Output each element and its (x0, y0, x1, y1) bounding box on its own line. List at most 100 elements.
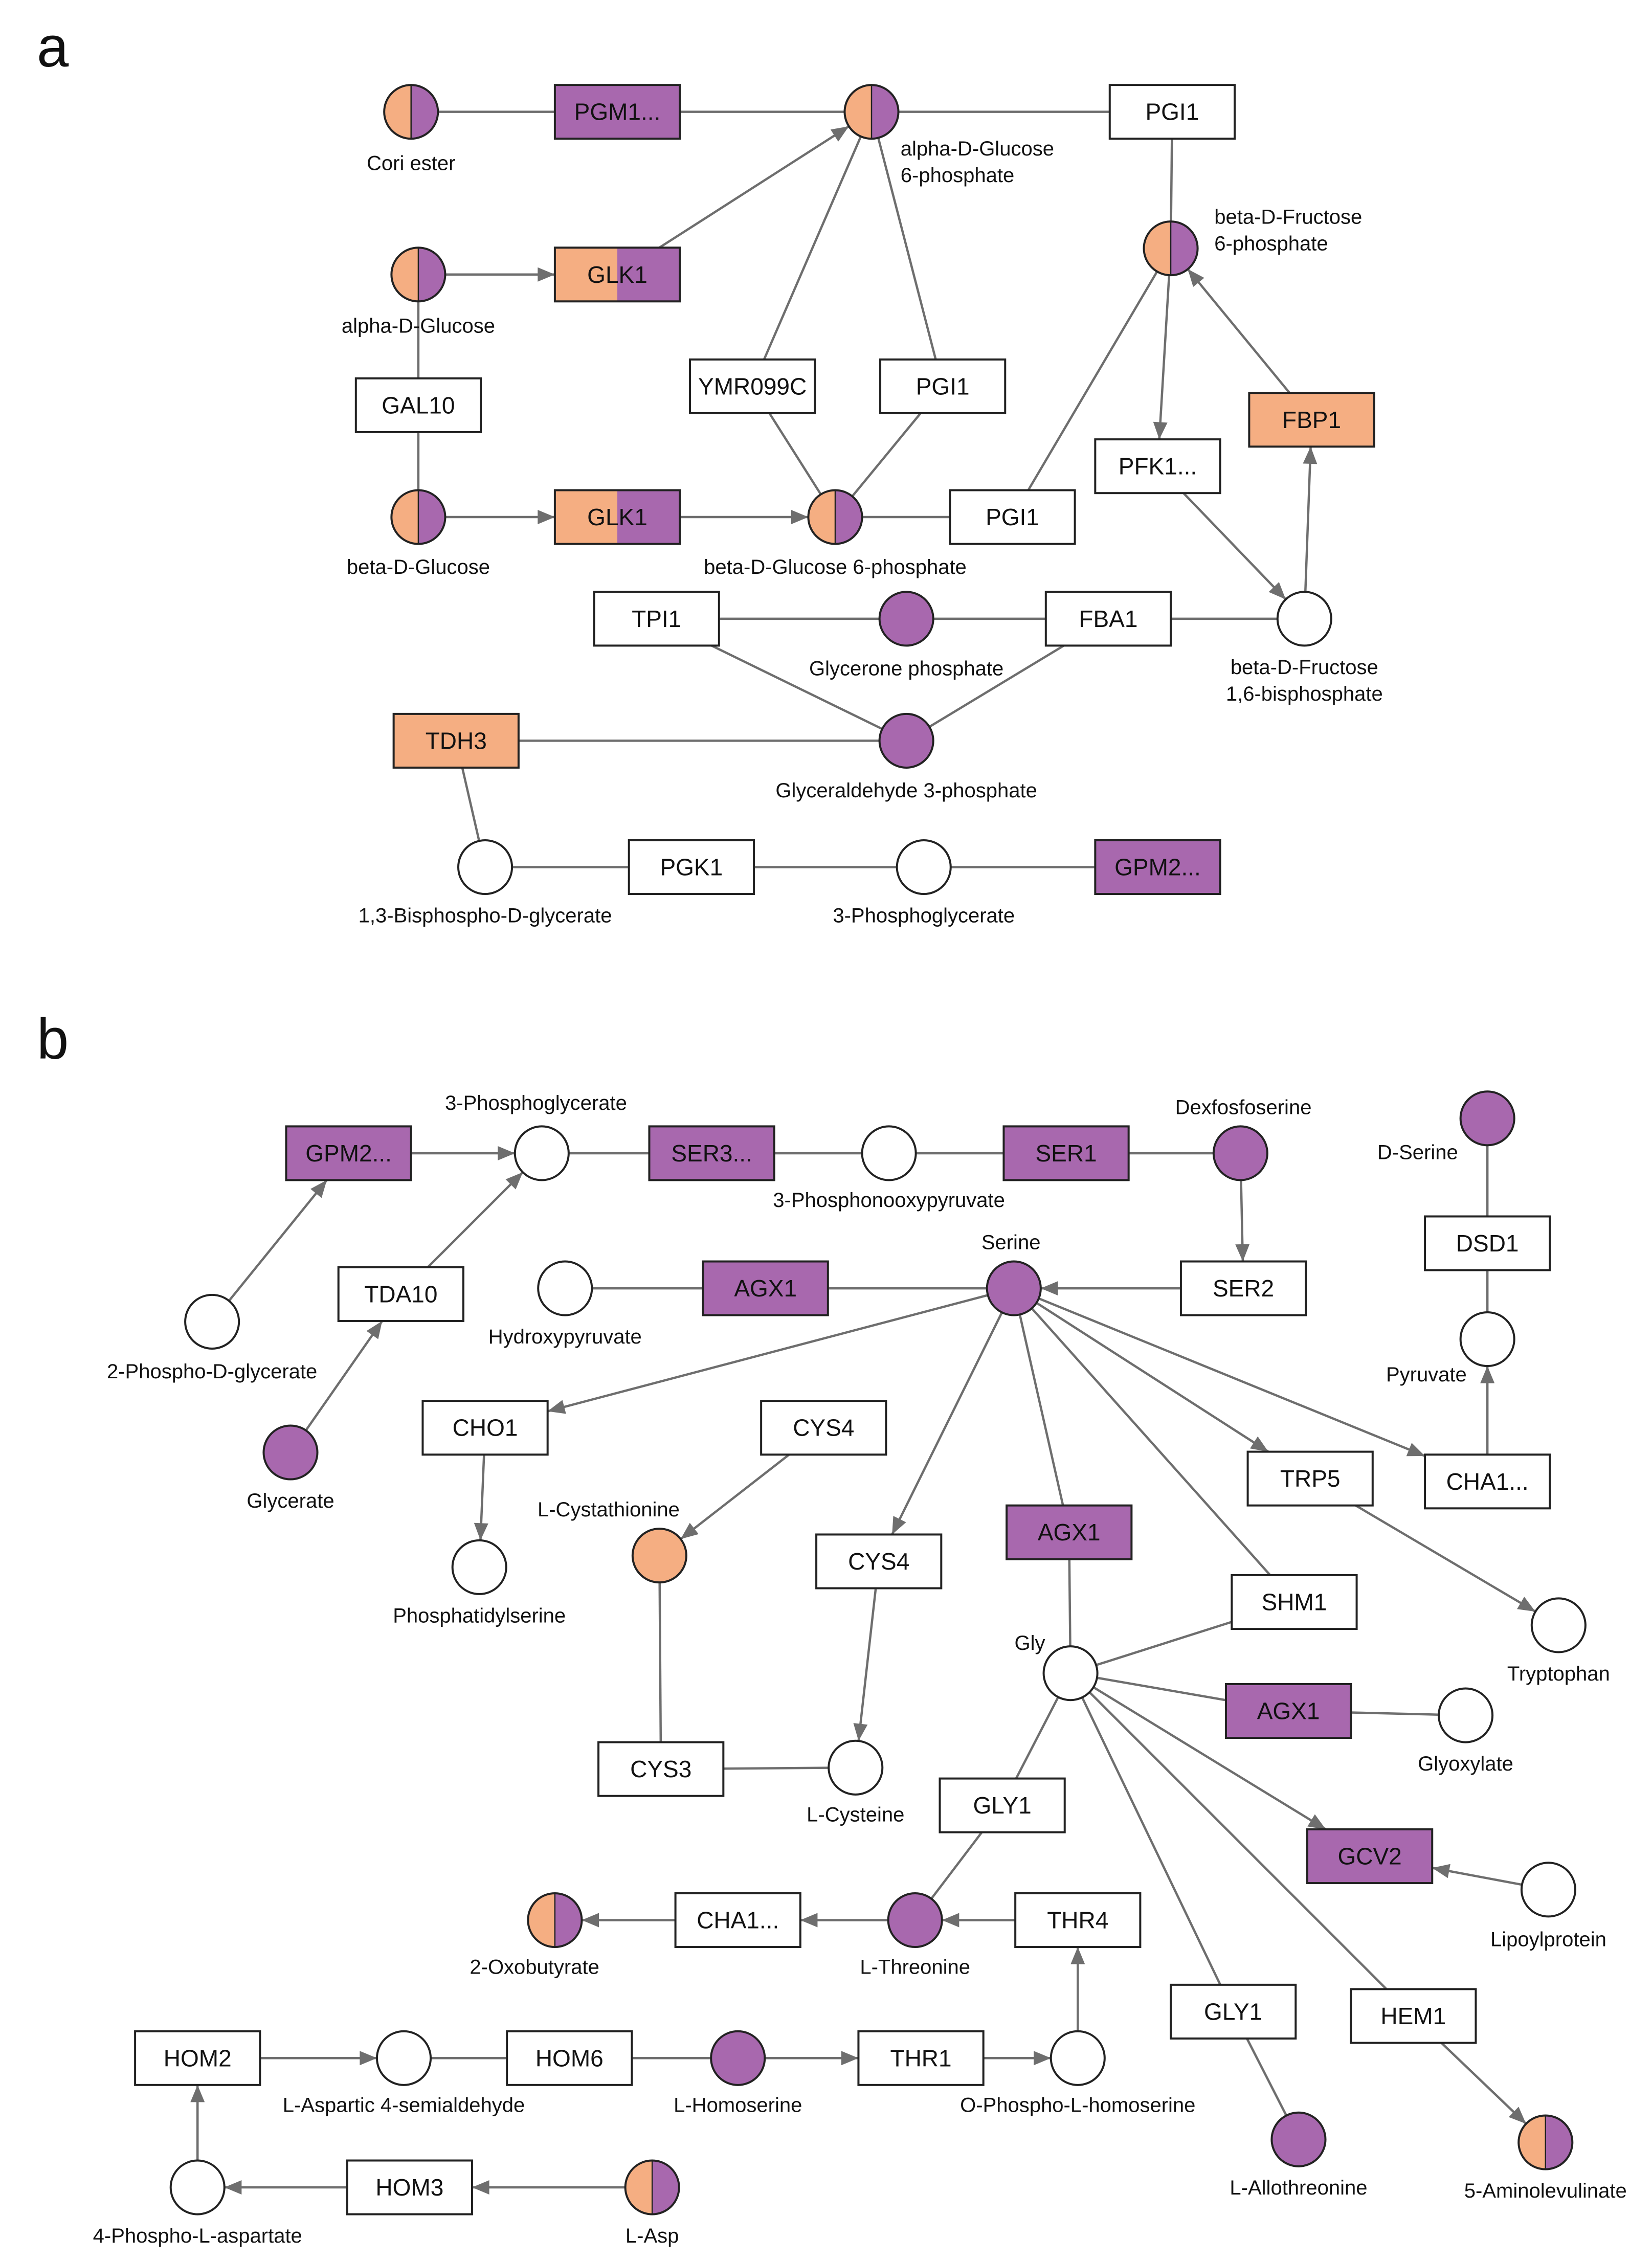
metabolite-circle (383, 84, 439, 140)
reaction-edge (1018, 1314, 1064, 1506)
metabolite-circle (1276, 591, 1332, 647)
metabolite-node: Phosphatidylserine (393, 1539, 566, 1627)
gene-node: AGX1 (702, 1260, 829, 1316)
gene-node: AGX1 (1224, 1683, 1352, 1739)
gene-label: TPI1 (632, 606, 681, 632)
gene-box (674, 1892, 801, 1949)
metabolite-node: 2-Phospho-D-glycerate (107, 1293, 317, 1383)
metabolite-label: Glycerate (247, 1490, 334, 1512)
metabolite-circle (1459, 1090, 1515, 1147)
metabolite-fill-purple (418, 490, 445, 544)
metabolite-circle (451, 1539, 507, 1595)
metabolite-fill-purple (1545, 2115, 1573, 2169)
reaction-edge (877, 137, 937, 360)
gene-box (879, 358, 1007, 414)
metabolite-fill-orange (808, 490, 835, 544)
metabolite-fill-purple (418, 248, 445, 302)
reaction-edge (763, 136, 862, 360)
metabolite-node: L-Asp (624, 2159, 680, 2247)
gene-label: CYS4 (848, 1548, 909, 1575)
gene-box (1108, 84, 1236, 140)
gene-label: TDH3 (426, 727, 487, 754)
reaction-edge (1015, 1696, 1059, 1779)
gene-node: FBP1 (1248, 392, 1375, 448)
gene-node: HOM3 (346, 2159, 474, 2215)
gene-node: PGK1 (628, 839, 755, 896)
metabolite-circle (1520, 1862, 1576, 1918)
reaction-arrow (1432, 1864, 1523, 1886)
reaction-edge (1351, 1711, 1439, 1716)
gene-box (1094, 839, 1221, 896)
gene-box (1179, 1260, 1307, 1316)
gene-box (392, 712, 520, 769)
gene-box (506, 2030, 633, 2086)
metabolite-label: alpha-D-Glucose (342, 315, 495, 337)
metabolite-label: D-Serine (1377, 1141, 1458, 1163)
gene-box (553, 489, 681, 545)
metabolite-circle (457, 839, 514, 896)
reaction-arrow (1187, 268, 1291, 394)
metabolite-label: Lipoylprotein (1490, 1929, 1606, 1951)
metabolite-fill-orange (391, 490, 418, 544)
gene-label: FBA1 (1079, 606, 1137, 632)
gene-box (1002, 1125, 1130, 1181)
metabolite-circle (537, 1260, 593, 1316)
gene-node: YMR099C (689, 358, 816, 414)
reaction-arrow (1153, 275, 1171, 440)
metabolite-node: L-Cysteine (807, 1739, 904, 1826)
reaction-arrow (1355, 1504, 1536, 1613)
reaction-arrow (853, 1588, 877, 1741)
gene-node: CYS4 (760, 1400, 887, 1456)
gene-box (346, 2159, 474, 2215)
gene-label: AGX1 (734, 1275, 797, 1302)
metabolite-label: Cori ester (367, 152, 455, 174)
reaction-edge (1088, 1691, 1388, 1990)
metabolite-node: Pyruvate (1386, 1311, 1515, 1386)
metabolite-circle (1530, 1597, 1587, 1653)
metabolite-node: beta-D-Glucose (347, 489, 490, 578)
metabolite-label: Glyoxylate (1418, 1753, 1513, 1775)
gene-label: GLK1 (587, 261, 648, 288)
metabolite-node: Glycerate (247, 1424, 334, 1512)
metabolite-label: L-Homoserine (674, 2094, 802, 2116)
gene-box (597, 1741, 725, 1797)
gene-node: GCV2 (1306, 1828, 1434, 1885)
metabolite-label: beta-D-Glucose (347, 556, 490, 578)
panel-b-letter: b (37, 1007, 69, 1071)
gene-node: SER1 (1002, 1125, 1130, 1181)
gene-node: GPM2... (1094, 839, 1221, 896)
gene-node: AGX1 (1006, 1504, 1133, 1560)
gene-label: PGI1 (916, 373, 970, 399)
gene-node: THR1 (857, 2030, 985, 2086)
gene-box (1006, 1504, 1133, 1560)
gene-node: GAL10 (354, 377, 482, 433)
metabolite-fill-purple (652, 2160, 679, 2214)
gene-label: PGM1... (574, 99, 661, 125)
metabolite-node: 3-Phosphoglycerate (833, 839, 1015, 927)
metabolite-circle (390, 489, 447, 545)
gene-label: CHA1... (697, 1907, 779, 1933)
metabolite-fill-orange (625, 2160, 653, 2214)
metabolite-node: Lipoylprotein (1490, 1862, 1606, 1951)
gene-node: SHM1 (1231, 1574, 1358, 1630)
metabolite-label: 5-Aminolevulinate (1464, 2180, 1627, 2202)
metabolite-label: 2-Oxobutyrate (470, 1956, 599, 1979)
reaction-arrow (1303, 446, 1318, 592)
metabolite-node: L-Aspartic 4-semialdehyde (283, 2030, 525, 2116)
gene-node: PFK1... (1094, 438, 1221, 495)
metabolite-node: O-Phospho-L-homoserine (960, 2030, 1195, 2116)
metabolite-fill-purple (835, 490, 862, 544)
reaction-arrow (1440, 2042, 1527, 2125)
gene-box (134, 2030, 261, 2086)
metabolite-fill-orange (528, 1893, 555, 1947)
gene-box (354, 377, 482, 433)
metabolite-node: L-Homoserine (674, 2030, 802, 2116)
gene-box (949, 489, 1076, 545)
gene-box (553, 84, 681, 140)
gene-box (1094, 438, 1221, 495)
metabolite-label-line: beta-D-Fructose (1231, 656, 1378, 679)
reaction-edge (930, 1831, 983, 1900)
